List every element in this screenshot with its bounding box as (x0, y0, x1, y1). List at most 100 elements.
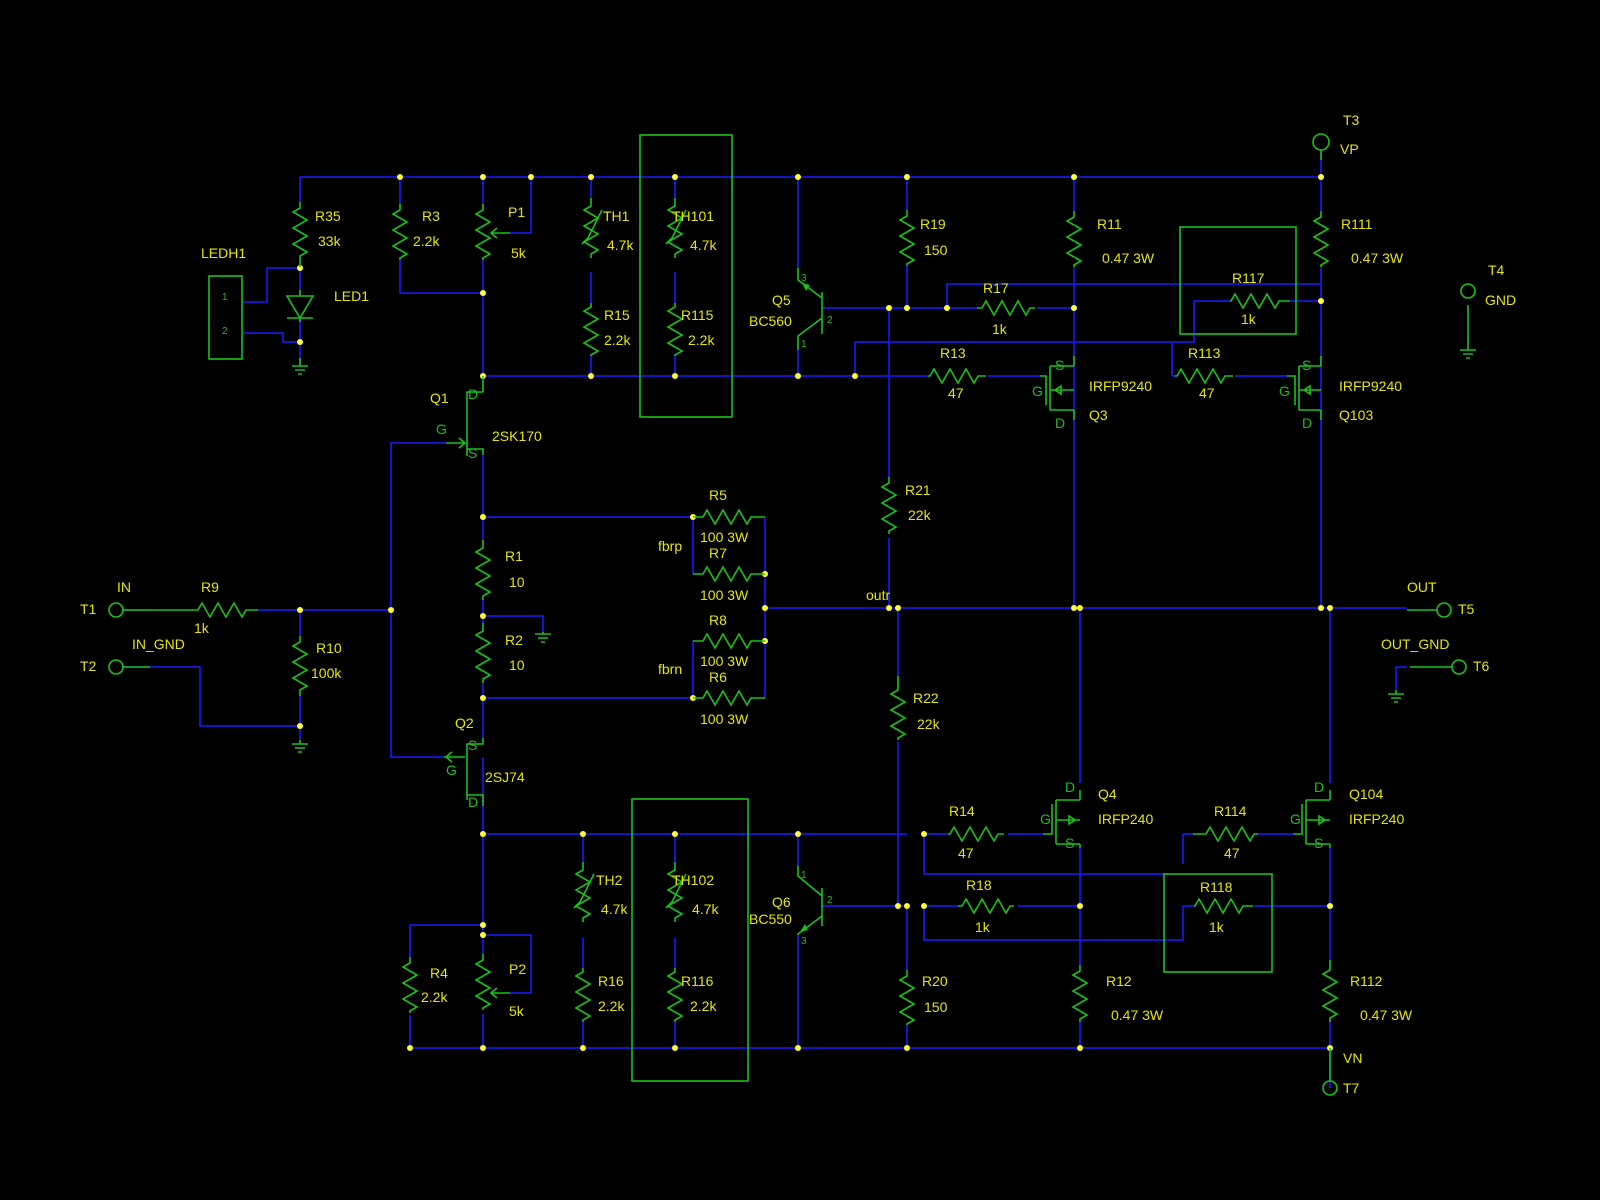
mosfet-q104 (1293, 790, 1331, 848)
t5-ref: T5 (1458, 601, 1475, 617)
r112-ref: R112 (1350, 973, 1383, 989)
svg-text:S: S (1055, 357, 1064, 373)
r116-value: 2.2k (690, 998, 717, 1014)
r9-value: 1k (194, 620, 210, 636)
resistor-r12 (1071, 965, 1089, 1022)
p1-ref: P1 (508, 204, 525, 220)
q6-ref: Q6 (772, 894, 791, 910)
r10-ref: R10 (316, 640, 342, 656)
potentiometer-p1[interactable] (474, 204, 510, 260)
svg-text:G: G (1040, 811, 1051, 827)
resistor-r113 (1175, 367, 1233, 385)
resistor-r112 (1321, 960, 1339, 1022)
wire-network (122, 153, 1407, 1088)
svg-text:D: D (1055, 415, 1065, 431)
q3-ref: Q3 (1089, 407, 1108, 423)
q104-ref: Q104 (1349, 786, 1383, 802)
svg-text:2: 2 (222, 326, 228, 337)
r20-ref: R20 (922, 973, 948, 989)
svg-text:S: S (1314, 835, 1323, 851)
r117-value: 1k (1241, 311, 1257, 327)
svg-text:3: 3 (801, 273, 807, 284)
r7-value: 100 3W (700, 587, 749, 603)
thermistors (573, 198, 687, 922)
resistor-r17 (977, 299, 1035, 317)
resistor-r16 (574, 968, 592, 1022)
r111-ref: R111 (1341, 216, 1373, 232)
mosfet-q4 (1043, 790, 1081, 848)
potentiometer-p2[interactable] (474, 954, 510, 1010)
terminal-symbols (108, 133, 1476, 1096)
r3-ref: R3 (422, 208, 440, 224)
t3-net: VP (1340, 141, 1359, 157)
svg-text:D: D (468, 794, 478, 810)
t7-net: VN (1343, 1050, 1362, 1066)
resistor-r20 (898, 970, 916, 1025)
svg-text:D: D (468, 386, 478, 402)
r8-ref: R8 (709, 612, 727, 628)
component-labels: R35 33k R3 2.2k P1 5k TH1 4.7k TH101 4.7… (194, 204, 1413, 1023)
thermistor-th101 (665, 198, 687, 258)
r118-value: 1k (1209, 919, 1225, 935)
svg-text:G: G (436, 421, 447, 437)
resistor-r111 (1312, 211, 1330, 267)
svg-text:2: 2 (827, 315, 833, 326)
t2-net: IN_GND (132, 636, 185, 652)
resistor-r117 (1230, 292, 1290, 310)
r35-ref: R35 (315, 208, 341, 224)
r4-value: 2.2k (421, 989, 448, 1005)
r17-ref: R17 (983, 280, 1009, 296)
r14-value: 47 (958, 845, 974, 861)
r10-value: 100k (311, 665, 342, 681)
resistors-horizontal (150, 292, 1290, 915)
jfet-q2 (444, 738, 484, 806)
resistor-r1 (474, 540, 492, 600)
r5-value: 100 3W (700, 529, 749, 545)
resistor-r15 (582, 303, 600, 356)
svg-text:G: G (446, 762, 457, 778)
q103-value: IRFP9240 (1339, 378, 1402, 394)
resistor-r6 (693, 689, 765, 707)
svg-text:2: 2 (827, 895, 833, 906)
r4-ref: R4 (430, 965, 448, 981)
r2-value: 10 (509, 657, 525, 673)
resistor-r7 (693, 565, 765, 583)
thermal-box-r117 (1179, 226, 1297, 335)
r21-ref: R21 (905, 482, 931, 498)
r15-value: 2.2k (604, 332, 631, 348)
thermal-box-top (639, 134, 733, 418)
svg-text:1: 1 (222, 292, 228, 303)
q1-ref: Q1 (430, 390, 449, 406)
r113-value: 47 (1199, 385, 1215, 401)
thermistor-th1 (581, 198, 603, 258)
resistor-r114 (1193, 825, 1258, 843)
t1-ref: T1 (80, 601, 97, 617)
t6-ref: T6 (1473, 658, 1490, 674)
r16-value: 2.2k (598, 998, 625, 1014)
resistor-r118 (1194, 897, 1253, 915)
net-fbrn: fbrn (658, 661, 682, 677)
svg-text:G: G (1290, 811, 1301, 827)
q2-ref: Q2 (455, 715, 474, 731)
resistor-r18 (958, 897, 1014, 915)
thermistor-th102 (665, 862, 687, 922)
pin-labels: 1 2 3 2 1 1 2 3 D G S S G D S G D S G D … (222, 273, 1324, 947)
q6-value: BC550 (749, 911, 792, 927)
r5-ref: R5 (709, 487, 727, 503)
r111-value: 0.47 3W (1351, 250, 1404, 266)
r1-value: 10 (509, 574, 525, 590)
r16-ref: R16 (598, 973, 624, 989)
r2-ref: R2 (505, 632, 523, 648)
ground-symbols (292, 305, 1476, 753)
resistor-r2 (474, 623, 492, 683)
r1-ref: R1 (505, 548, 523, 564)
r3-value: 2.2k (413, 233, 440, 249)
q4-ref: Q4 (1098, 786, 1117, 802)
led1-ref: LED1 (334, 288, 369, 304)
r19-value: 150 (924, 242, 948, 258)
ledh1-ref: LEDH1 (201, 245, 246, 261)
r6-value: 100 3W (700, 711, 749, 727)
q5-value: BC560 (749, 313, 792, 329)
r12-value: 0.47 3W (1111, 1007, 1164, 1023)
